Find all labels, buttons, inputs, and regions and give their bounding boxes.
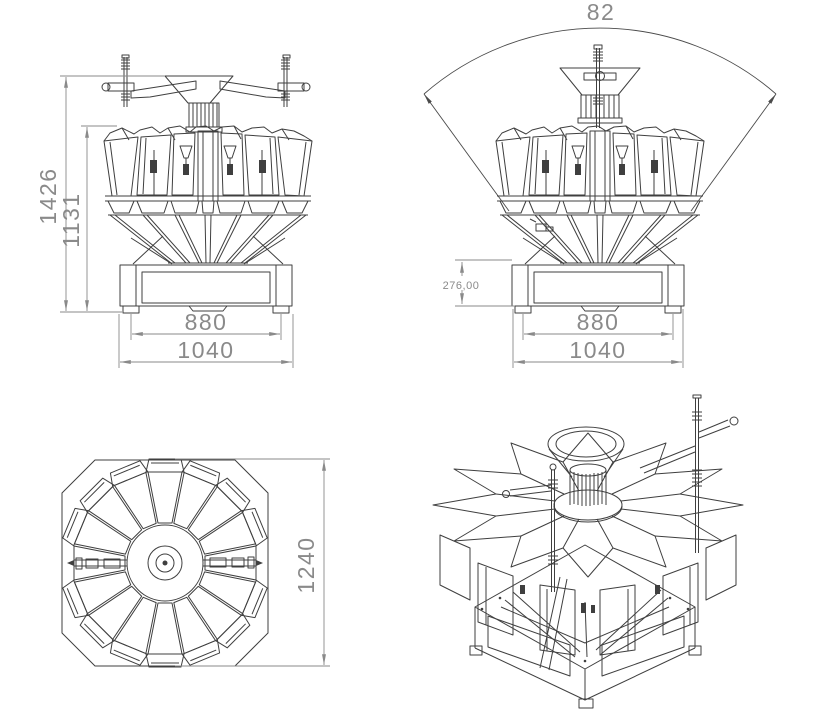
iso-rod-left-threads	[548, 479, 558, 565]
front-view: 1426 1131 880 1040	[35, 54, 313, 368]
iso-rod-left-wing	[509, 484, 552, 497]
side-dim-base-height: 276,00	[443, 280, 480, 292]
side-weigher-body	[495, 125, 705, 314]
front-dim-hopper-height: 1131	[58, 192, 84, 247]
center-rod	[596, 48, 600, 128]
dim-ext-276	[455, 259, 515, 307]
side-rod-left	[66, 557, 128, 570]
clamp-knob-right	[301, 82, 311, 92]
front-dim-base-width: 880	[185, 309, 228, 335]
iso-weigh-box-lines	[485, 567, 691, 651]
iso-rod-right-fitting	[639, 419, 731, 474]
side-view: 82 276,00 880 1040	[423, 0, 777, 368]
dim-ext-1240	[175, 458, 330, 667]
iso-actuator-blocks	[520, 585, 660, 613]
center-rod-cap	[593, 44, 603, 50]
iso-fitting-knob	[729, 416, 739, 426]
dim-ext-880-side	[522, 314, 674, 340]
iso-base	[469, 544, 702, 709]
iso-center-assembly	[547, 426, 625, 523]
isometric-view	[432, 394, 744, 709]
funnel-bracket	[583, 72, 617, 81]
bolt-dot-1	[480, 607, 484, 611]
iso-disc-thickness	[553, 505, 623, 523]
top-dimensions: 1240	[175, 458, 330, 667]
throat-flange	[185, 126, 223, 133]
bolt-dot-4	[498, 596, 502, 600]
iso-weigh-boxes	[439, 534, 737, 656]
iso-rod-left-cap	[549, 463, 557, 471]
front-dimensions: 1426 1131 880 1040	[35, 75, 294, 368]
hub-ring-outer	[147, 545, 183, 581]
dim-ext-1040-side	[512, 309, 684, 368]
iso-rod-left	[551, 470, 555, 592]
side-dim-base-width: 880	[577, 309, 620, 335]
top-dim-outer-diameter: 1240	[293, 536, 319, 593]
iso-discharge-chute	[539, 576, 568, 671]
hub-ring-inner	[155, 553, 175, 573]
dim-ext-880-front	[130, 314, 282, 340]
ribbed-throat	[188, 102, 220, 128]
dim-ext-1426	[60, 75, 165, 313]
side-dimensions: 276,00 880 1040	[443, 259, 684, 368]
iso-base-sides	[474, 607, 696, 701]
support-rods	[123, 57, 288, 107]
iso-cylinder-ribs	[573, 472, 603, 506]
iso-feeder-star	[432, 432, 744, 578]
front-dim-total-height: 1426	[35, 167, 61, 224]
iso-cylinder-sides	[569, 470, 607, 505]
iso-funnel-rim-inner	[555, 430, 617, 458]
discharge-fan: 82	[423, 0, 777, 212]
iso-hopper-ring	[432, 432, 744, 656]
hub-center	[162, 560, 168, 566]
iso-rod-right	[695, 398, 699, 553]
rod-caps	[121, 54, 291, 59]
side-machine	[495, 44, 705, 314]
support-arms	[130, 80, 286, 99]
bolt-dot-5	[668, 596, 672, 600]
center-rod-threads	[593, 51, 603, 105]
fan-line-left	[423, 93, 510, 212]
iso-rod-right-cap	[692, 394, 702, 399]
iso-base-feet	[469, 645, 702, 709]
rod-threads	[121, 59, 290, 101]
iso-feeder-radials	[495, 461, 681, 549]
side-dim-angle: 82	[587, 0, 616, 25]
iso-rods	[502, 394, 739, 592]
front-dim-frame-width: 1040	[177, 337, 234, 363]
bracket-hub	[595, 71, 605, 81]
front-weigher-body	[103, 125, 313, 314]
top-view: 1240	[61, 458, 330, 668]
fan-line-right	[690, 93, 777, 212]
side-dim-frame-width: 1040	[569, 337, 626, 363]
side-rod-right	[202, 556, 264, 569]
bolt-dot-2	[686, 607, 690, 611]
iso-cone	[504, 576, 669, 671]
front-machine	[101, 54, 313, 314]
clamp-knob-left	[101, 82, 111, 92]
dispersion-disc	[126, 524, 204, 602]
iso-cylinder-rim	[569, 463, 607, 477]
top-machine	[61, 458, 269, 668]
iso-dispersion-disc	[553, 489, 623, 521]
iso-rod-right-threads	[692, 411, 702, 487]
fan-arc	[423, 27, 777, 95]
bolt-dot-3	[583, 659, 587, 663]
dim-ext-1040-front	[118, 314, 294, 368]
iso-base-panels	[487, 615, 685, 677]
throat-flange-side	[577, 117, 623, 124]
iso-funnel-cone	[548, 448, 624, 478]
iso-cone-lines	[504, 589, 669, 658]
iso-wing-knob	[502, 490, 510, 498]
iso-funnel-rim-outer	[547, 426, 625, 462]
cone-valve	[529, 218, 554, 232]
